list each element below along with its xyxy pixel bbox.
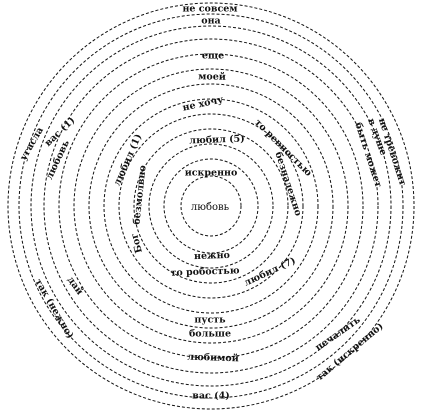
word-bolshe: больше (189, 329, 231, 340)
ring-8 (73, 68, 349, 344)
word-bezmolvno: безмолвно (131, 165, 148, 225)
word-ne-sovsem: не совсем (182, 4, 237, 15)
word-pust: пусть (194, 315, 226, 326)
word-to-robostyu: то робостью (170, 265, 240, 278)
ring-4 (133, 128, 289, 284)
word-lyubil-5: любил (5) (189, 134, 245, 147)
ring-13 (7, 2, 415, 410)
word-lyubimoy: любимой (187, 352, 239, 365)
word-dai: дай (65, 275, 85, 297)
ring-1 (180, 175, 242, 237)
word-vas-4: вас (4) (192, 391, 229, 402)
word-ona: она (201, 16, 220, 27)
ring-3 (148, 143, 274, 269)
ring-10 (43, 38, 379, 374)
word-moey: моей (198, 71, 226, 82)
ring-12 (18, 13, 404, 399)
ring-9 (58, 53, 364, 359)
word-lyubil-7: любил (7) (243, 255, 298, 288)
ring-5 (118, 113, 304, 299)
word-ne-khochu: не хочу (182, 94, 225, 113)
word-eshche: еще (202, 51, 224, 62)
word-nezhno: нежно (194, 250, 230, 262)
ring-6 (103, 98, 319, 314)
word-ugasla: угасла (18, 125, 46, 162)
dashed-rings (7, 2, 415, 410)
ring-11 (30, 25, 392, 387)
center-word: любовь (191, 202, 230, 213)
ring-2 (163, 158, 259, 254)
word-bog: Бог (129, 232, 145, 255)
ring-7 (88, 83, 334, 329)
word-iskrenno: искренно (185, 168, 238, 179)
